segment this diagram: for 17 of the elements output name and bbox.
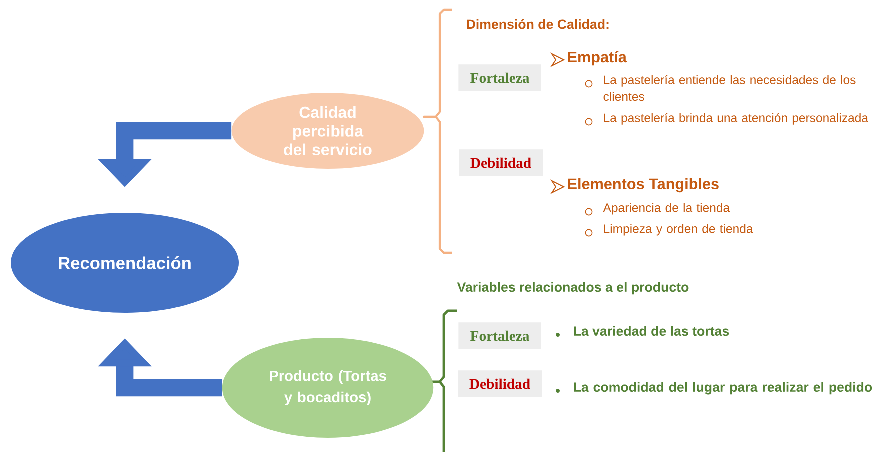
weakness-label-box: Debilidad bbox=[459, 150, 543, 176]
bullet-text: Apariencia de la tienda bbox=[603, 203, 730, 215]
weakness-label-box: Debilidad bbox=[458, 370, 542, 398]
section-heading: Dimensión de Calidad: bbox=[467, 19, 609, 30]
strength-label-box: Fortaleza bbox=[458, 322, 542, 350]
strength-label-box: Fortaleza bbox=[458, 64, 542, 92]
bullet-text: La comodidad del lugar para realizar el pedido bbox=[574, 382, 872, 395]
ellipse-node: Producto (Tortas y bocaditos) bbox=[222, 338, 434, 438]
ellipse-node: Recomendación bbox=[11, 213, 239, 313]
section-heading: Variables relacionados a el producto bbox=[457, 282, 689, 295]
bullet-heading: Empatía bbox=[568, 51, 627, 66]
bullet-text: La variedad de las tortas bbox=[574, 326, 730, 336]
bullet-text: La pastelería brinda una atención personalizada bbox=[604, 113, 868, 125]
bullet-heading: Elementos Tangibles bbox=[568, 178, 719, 193]
bullet-text: Limpieza y orden de tienda bbox=[604, 224, 754, 236]
bullet-text: La pastelería entiende las necesidades de los clientes bbox=[604, 75, 856, 102]
ellipse-node: Calidad percibida del servicio bbox=[232, 93, 424, 169]
